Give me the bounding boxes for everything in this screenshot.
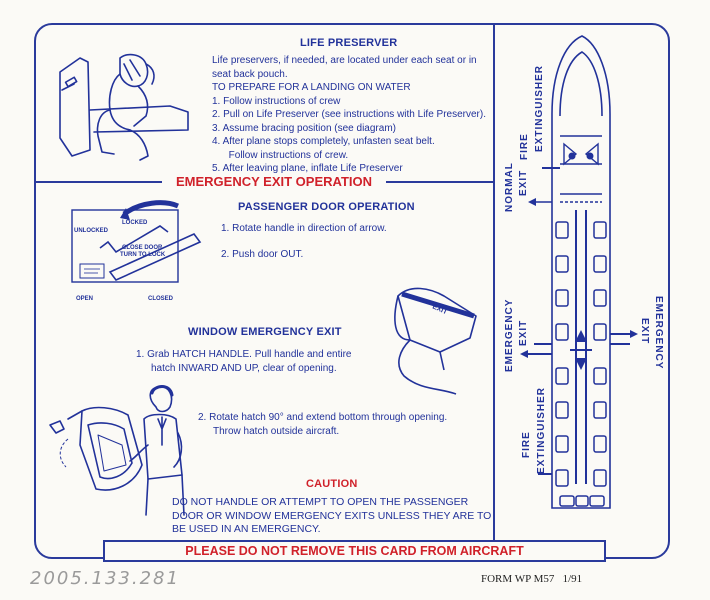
caution-text: DO NOT HANDLE OR ATTEMPT TO OPEN THE PAS… bbox=[172, 496, 491, 537]
label-close-door-1: CLOSE DOOR bbox=[122, 245, 163, 251]
list-item: Follow instructions of crew. bbox=[212, 149, 349, 161]
passenger-door-step-1: 1. Rotate handle in direction of arrow. bbox=[221, 223, 387, 234]
caution-line-1: DO NOT HANDLE OR ATTEMPT TO OPEN THE PAS… bbox=[172, 496, 469, 508]
list-item: 5. After leaving plane, inflate Life Pre… bbox=[212, 163, 403, 174]
label-close-door-2: TURN TO LOCK bbox=[120, 252, 166, 258]
passenger-door-step-2: 2. Push door OUT. bbox=[221, 249, 304, 260]
catalog-number: 2005.133.281 bbox=[30, 568, 180, 589]
window-exit-hatch-diagram: EXIT bbox=[394, 287, 477, 395]
do-not-remove-text: PLEASE DO NOT REMOVE THIS CARD FROM AIRC… bbox=[185, 544, 524, 558]
list-item: 4. After plane stops completely, unfaste… bbox=[212, 136, 435, 147]
cabin-seat-map bbox=[520, 35, 638, 509]
normal-exit-label-1: NORMAL bbox=[504, 162, 515, 212]
bracing-position-illustration bbox=[59, 53, 189, 161]
emergency-exit-right-label-1: EMERGENCY bbox=[653, 296, 664, 370]
caution-line-2: DOOR OR WINDOW EMERGENCY EXITS UNLESS TH… bbox=[172, 509, 492, 522]
window-exit-step-1: 1. Grab HATCH HANDLE. Pull handle and en… bbox=[136, 348, 351, 375]
door-handle-diagram: LOCKED UNLOCKED CLOSE DOOR TURN TO LOCK … bbox=[71, 200, 202, 302]
vertical-divider bbox=[493, 24, 495, 540]
hatch-removal-illustration bbox=[49, 385, 185, 516]
life-preserver-title: LIFE PRESERVER bbox=[300, 37, 398, 49]
window-exit-title: WINDOW EMERGENCY EXIT bbox=[188, 326, 342, 338]
emergency-exit-left-label-1: EMERGENCY bbox=[504, 298, 515, 372]
seat-rows bbox=[555, 221, 607, 507]
fire-extinguisher-bottom-label-1: FIRE bbox=[521, 431, 532, 458]
fire-extinguisher-top-label-2: EXTINGUISHER bbox=[534, 64, 545, 152]
list-item: 1. Follow instructions of crew bbox=[212, 95, 341, 107]
fire-extinguisher-bottom-label-2: EXTINGUISHER bbox=[536, 386, 547, 474]
label-unlocked: UNLOCKED bbox=[74, 228, 109, 234]
life-preserver-text: Life preservers, if needed, are located … bbox=[212, 54, 486, 176]
emergency-exit-left-label-2: EXIT bbox=[518, 319, 529, 346]
prepare-heading: TO PREPARE FOR A LANDING ON WATER bbox=[212, 82, 411, 93]
window-exit-step-2b: Throw hatch outside aircraft. bbox=[213, 425, 340, 437]
normal-exit-label-2: EXIT bbox=[518, 169, 529, 196]
caution-line-3: BE USED IN AN EMERGENCY. bbox=[172, 523, 321, 535]
fire-extinguisher-top-label-1: FIRE bbox=[519, 133, 530, 160]
life-preserver-steps: 1. Follow instructions of crew 2. Pull o… bbox=[212, 95, 486, 176]
window-exit-step-1b: hatch INWARD AND UP, clear of opening. bbox=[151, 362, 337, 374]
label-locked: LOCKED bbox=[122, 220, 148, 226]
intro-line-2: seat back pouch. bbox=[212, 68, 288, 80]
window-exit-step-2: 2. Rotate hatch 90° and extend bottom th… bbox=[198, 411, 447, 438]
list-item: 3. Assume bracing position (see diagram) bbox=[212, 122, 396, 134]
passenger-door-title: PASSENGER DOOR OPERATION bbox=[238, 201, 415, 213]
form-number: FORM WP M57 1/91 bbox=[481, 573, 583, 585]
intro-line-1: Life preservers, if needed, are located … bbox=[212, 55, 477, 66]
list-item: 2. Pull on Life Preserver (see instructi… bbox=[212, 109, 486, 120]
label-closed: CLOSED bbox=[148, 296, 174, 302]
label-open: OPEN bbox=[76, 296, 93, 302]
emergency-exit-right-label-2: EXIT bbox=[639, 318, 650, 345]
caution-title: CAUTION bbox=[306, 478, 358, 490]
window-exit-step-1a: 1. Grab HATCH HANDLE. Pull handle and en… bbox=[136, 349, 352, 360]
window-exit-step-2a: 2. Rotate hatch 90° and extend bottom th… bbox=[198, 412, 448, 423]
do-not-remove-banner: PLEASE DO NOT REMOVE THIS CARD FROM AIRC… bbox=[103, 540, 606, 562]
emergency-exit-banner: EMERGENCY EXIT OPERATION bbox=[162, 174, 386, 189]
